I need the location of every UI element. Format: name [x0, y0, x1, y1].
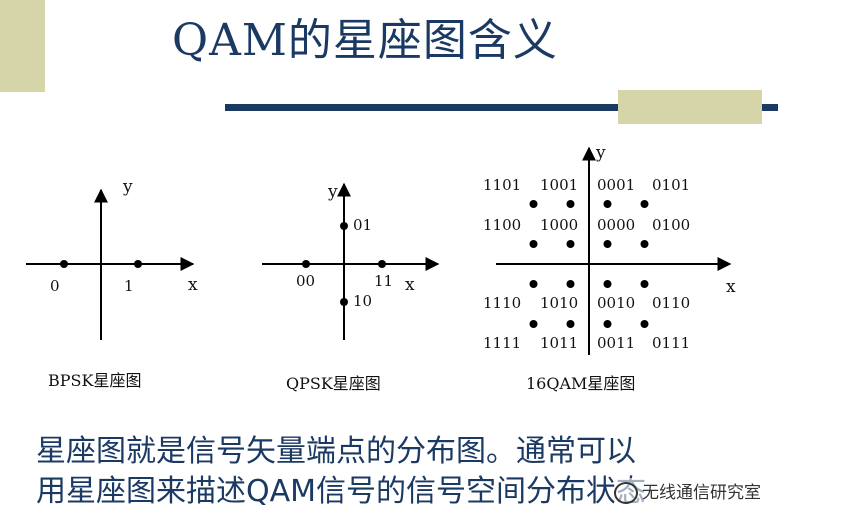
- underline-accent-block: [618, 90, 762, 124]
- qam16-point: [566, 200, 575, 208]
- qam16-point: [529, 320, 538, 328]
- qam16-point: [566, 240, 575, 248]
- body-line-2: 用星座图来描述QAM信号的信号空间分布状态: [36, 474, 647, 509]
- qam16-point-label: 0011: [597, 334, 635, 352]
- qam16-point-label: 0110: [652, 294, 690, 312]
- qam16-point-label: 1010: [540, 294, 578, 312]
- qam16-point-label: 1100: [483, 216, 521, 234]
- qam16-point-label: 0001: [597, 176, 635, 194]
- qam16-point-label: 0100: [652, 216, 690, 234]
- qpsk-point: [340, 222, 348, 230]
- qpsk-caption: QPSK星座图: [286, 374, 381, 393]
- bpsk-point: [134, 260, 142, 268]
- qam16-point: [640, 200, 649, 208]
- bpsk-caption: BPSK星座图: [48, 371, 142, 390]
- title-underline-bar: [225, 104, 778, 111]
- qam16-point-label: 0000: [597, 216, 635, 234]
- qpsk-diagram: y x 01 00 1110: [262, 182, 440, 340]
- qam16-point-label: 1111: [483, 334, 521, 352]
- bpsk-x-label: x: [188, 275, 198, 295]
- qam16-point-label: 0010: [597, 294, 635, 312]
- qam16-point: [603, 320, 612, 328]
- corner-accent-block: [0, 0, 45, 92]
- qam16-point-label: 1000: [540, 216, 578, 234]
- qam16-point: [529, 280, 538, 288]
- qam16-point-label: 1011: [540, 334, 578, 352]
- bpsk-point: [60, 260, 68, 268]
- qpsk-point: [378, 260, 386, 268]
- qam16-y-label: y: [595, 143, 606, 163]
- qam16-point: [603, 200, 612, 208]
- qpsk-point-label: 01: [353, 216, 372, 234]
- watermark: 无线通信研究室: [614, 478, 761, 504]
- qam16-point: [566, 320, 575, 328]
- watermark-text: 无线通信研究室: [642, 483, 761, 503]
- qpsk-x-label: x: [405, 275, 415, 295]
- qam16-point: [529, 200, 538, 208]
- qam16-point-label: 0101: [652, 176, 690, 194]
- qam16-caption: 16QAM星座图: [526, 374, 636, 393]
- qam16-point: [566, 280, 575, 288]
- qam16-point: [640, 240, 649, 248]
- qpsk-point-label: 11: [374, 272, 393, 290]
- bpsk-point-label: 0: [50, 277, 60, 295]
- qpsk-point: [340, 298, 348, 306]
- qam16-diagram: y x 1101 1001 0001 0101 1100 1000 0000 0100 1110…: [483, 143, 736, 355]
- qam16-point-label: 1101: [483, 176, 521, 194]
- bpsk-y-label: y: [122, 177, 133, 197]
- bpsk-point-label: 1: [124, 277, 134, 295]
- qpsk-point-label: 10: [353, 292, 372, 310]
- body-line-1: 星座图就是信号矢量端点的分布图。通常可以: [36, 434, 636, 469]
- qam16-point: [640, 320, 649, 328]
- wechat-icon: [614, 482, 638, 504]
- qam16-point: [603, 280, 612, 288]
- qam16-point-label: 0111: [652, 334, 690, 352]
- slide-title: QAM的星座图含义: [172, 15, 558, 66]
- qam16-point-label: 1110: [483, 294, 521, 312]
- qam16-point-label: 1001: [540, 176, 578, 194]
- qam16-point: [529, 240, 538, 248]
- qam16-point: [603, 240, 612, 248]
- qpsk-point-label: 00: [296, 272, 315, 290]
- qpsk-point: [302, 260, 310, 268]
- qpsk-y-label: y: [327, 182, 338, 202]
- bpsk-diagram: y x 0 1: [26, 177, 198, 340]
- qam16-x-label: x: [726, 277, 736, 297]
- qam16-point: [640, 280, 649, 288]
